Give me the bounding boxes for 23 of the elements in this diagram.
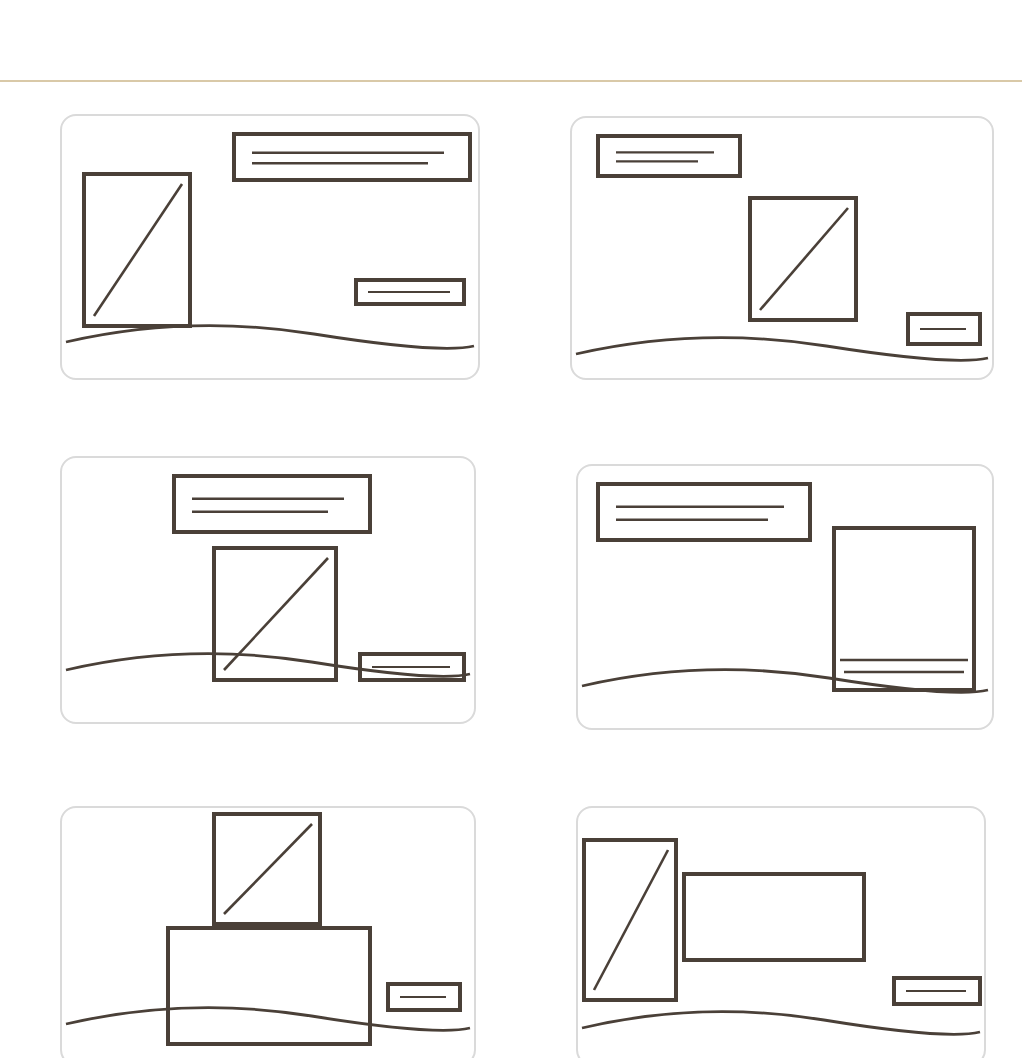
button-sketch [386, 982, 462, 1012]
image-placeholder [82, 172, 192, 328]
button-sketch [354, 278, 466, 306]
button-sketch [906, 312, 982, 346]
image-placeholder [212, 546, 338, 682]
content-box [682, 872, 866, 962]
wireframe-card [60, 114, 480, 380]
content-box [166, 926, 372, 1046]
text-block [172, 474, 372, 534]
text-block [596, 482, 812, 542]
image-placeholder [212, 812, 322, 926]
image-placeholder [748, 196, 858, 322]
image-placeholder [832, 526, 976, 692]
button-sketch [358, 652, 466, 682]
wireframe-card [60, 456, 476, 724]
image-placeholder [582, 838, 678, 1002]
wireframe-card [60, 806, 476, 1058]
wireframe-card [570, 116, 994, 380]
text-block [232, 132, 472, 182]
text-block [596, 134, 742, 178]
button-sketch [892, 976, 982, 1006]
wireframe-card [576, 806, 986, 1058]
wireframe-card [576, 464, 994, 730]
